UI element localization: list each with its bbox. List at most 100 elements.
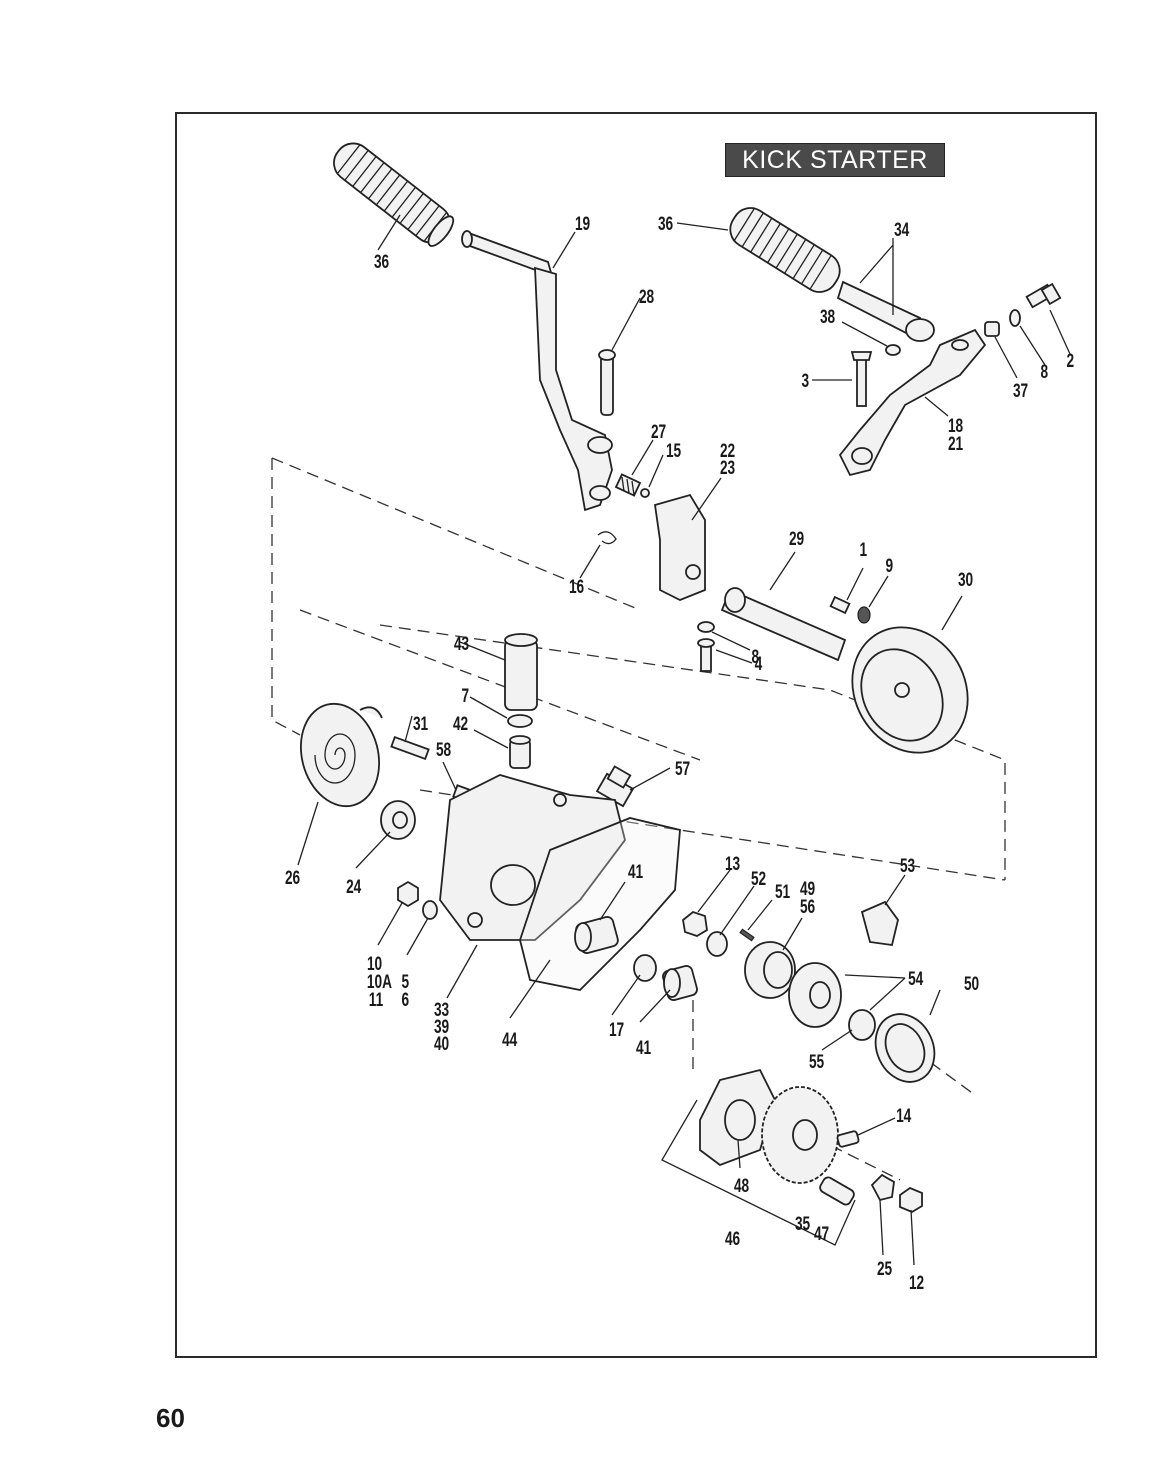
washer-8-top (1009, 309, 1021, 327)
label-12: 12 (909, 1272, 924, 1294)
label-55: 55 (809, 1051, 824, 1073)
washer-7 (507, 714, 533, 728)
ball-15 (640, 488, 650, 498)
washer-38 (885, 344, 901, 356)
lock-washer-9 (857, 606, 871, 624)
bolt-2 (1025, 282, 1062, 309)
gear-46 (761, 1086, 839, 1184)
label-22: 22 (720, 440, 735, 462)
label-58: 58 (436, 739, 451, 761)
bolt-4 (697, 638, 715, 672)
label-18: 18 (948, 415, 963, 437)
nut-12 (899, 1186, 923, 1214)
washer-52 (706, 931, 728, 957)
label-23: 23 (720, 457, 735, 479)
washer-24 (380, 800, 416, 840)
bushing-37 (984, 321, 1000, 337)
label-8a: 8 (1040, 361, 1048, 383)
cover-30 (851, 626, 969, 754)
label-19: 19 (575, 213, 590, 235)
bushing-41-lower (662, 965, 698, 1001)
label-1: 1 (859, 539, 867, 561)
label-47: 47 (814, 1223, 829, 1245)
label-44: 44 (502, 1029, 518, 1051)
label-49: 49 (800, 878, 815, 900)
label-27: 27 (651, 421, 666, 443)
label-25: 25 (877, 1258, 892, 1280)
pin-51 (739, 928, 755, 942)
screw-1 (829, 595, 851, 615)
peg-shaft-34 (836, 280, 935, 342)
diagram-title: KICK STARTER (725, 143, 945, 177)
label-13: 13 (725, 853, 740, 875)
label-29: 29 (789, 528, 804, 550)
label-4: 4 (755, 653, 763, 675)
label-50: 50 (964, 973, 979, 995)
page-number: 60 (156, 1403, 185, 1433)
label-53: 53 (900, 855, 915, 877)
part-number-labels: 36 19 36 34 28 38 2 8 37 3 18 21 27 15 2… (285, 213, 1074, 1294)
label-26: 26 (285, 867, 300, 889)
assembly-bracket-46 (661, 1099, 856, 1246)
lock-plate-25 (870, 1173, 895, 1202)
screw-31 (390, 735, 430, 761)
bushing-43 (504, 633, 538, 711)
spring-26 (300, 702, 383, 808)
label-9: 9 (885, 555, 893, 577)
label-10A: 10A (367, 971, 392, 993)
label-31: 31 (413, 713, 428, 735)
label-2: 2 (1066, 350, 1074, 372)
ring-17 (633, 954, 657, 982)
label-36b: 36 (658, 213, 673, 235)
bolt-3 (850, 351, 873, 407)
clamp-22-23 (653, 493, 706, 601)
clip-16 (597, 531, 617, 545)
gasket-44 (519, 817, 681, 991)
spring-27 (614, 473, 642, 497)
label-21: 21 (948, 433, 963, 455)
label-14: 14 (896, 1105, 912, 1127)
nut-13 (682, 910, 708, 937)
label-24: 24 (346, 876, 362, 898)
nut-10 (397, 880, 419, 908)
label-35: 35 (795, 1213, 810, 1235)
label-57: 57 (675, 758, 690, 780)
spring-50 (874, 1013, 936, 1083)
sleeve-42 (509, 735, 531, 769)
label-39: 39 (434, 1016, 449, 1038)
clip-53 (860, 900, 899, 947)
label-7: 7 (461, 685, 469, 707)
label-16: 16 (569, 576, 584, 598)
label-11: 11 (369, 989, 383, 1011)
washer-8-mid (697, 621, 715, 633)
label-54: 54 (908, 968, 924, 990)
grip-36-right (729, 207, 841, 293)
label-37: 37 (1013, 380, 1028, 402)
washer-5 (422, 900, 438, 920)
label-38: 38 (820, 306, 835, 328)
label-41b: 41 (636, 1037, 651, 1059)
label-5: 5 (401, 971, 409, 993)
label-3: 3 (801, 370, 809, 392)
bushing-41-upper (574, 916, 619, 954)
label-33: 33 (434, 999, 449, 1021)
label-42: 42 (453, 713, 468, 735)
stud-35-47 (819, 1176, 855, 1206)
shaft-29 (720, 587, 847, 662)
diagram-frame (175, 112, 1097, 1358)
leader-lines (297, 214, 1071, 1266)
label-28: 28 (639, 286, 654, 308)
gear-54 (788, 962, 842, 1028)
label-6: 6 (401, 989, 409, 1011)
label-52: 52 (751, 868, 766, 890)
grip-36-left (333, 142, 455, 247)
label-40: 40 (434, 1033, 449, 1055)
label-41a: 41 (628, 861, 643, 883)
washer-55 (848, 1009, 876, 1041)
label-15: 15 (666, 440, 681, 462)
label-43: 43 (454, 633, 469, 655)
pin-14 (836, 1130, 860, 1148)
label-56: 56 (800, 896, 815, 918)
kick-lever-19 (461, 230, 613, 512)
